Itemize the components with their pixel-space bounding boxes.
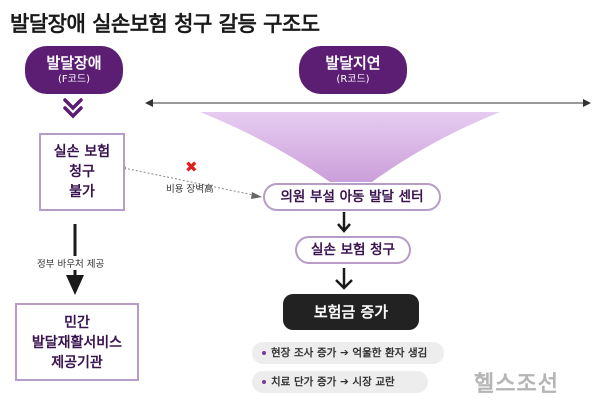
note-cause: 치료 단가 증가	[271, 376, 337, 388]
bullet-icon	[262, 380, 266, 384]
consequence-note: 치료 단가 증가 ➔ 시장 교란	[252, 371, 428, 393]
arrow-down-icon	[337, 223, 351, 233]
double-chevron-icon	[63, 98, 83, 119]
node-private-rehab-line: 제공기관	[51, 355, 103, 371]
note-effect: 시장 교란	[352, 376, 395, 388]
node-hospital-center: 의원 부설 아동 발달 센터	[263, 183, 441, 211]
arrow-right-icon: ➔	[339, 376, 353, 388]
blocked-connector	[123, 167, 259, 197]
node-insurance-blocked-line: 청구	[69, 164, 95, 180]
arrow-down-icon	[335, 279, 353, 290]
bullet-icon	[262, 351, 266, 355]
node-private-rehab-line: 민간	[64, 315, 90, 331]
node-dev-delay-code: (R코드)	[336, 74, 370, 85]
edge-label-voucher: 정부 바우처 제공	[35, 256, 107, 270]
voucher-arrowhead	[66, 275, 84, 295]
note-cause: 현장 조사 증가	[271, 347, 337, 359]
node-private-rehab: 민간 발달재활서비스 제공기관	[15, 303, 139, 381]
page-title: 발달장애 실손보험 청구 갈등 구조도	[10, 12, 320, 36]
node-dev-disability-code: (F코드)	[58, 74, 90, 85]
node-insurance-blocked: 실손 보험 청구 불가	[39, 133, 125, 211]
note-effect: 억울한 환자 생김	[352, 347, 428, 359]
node-insurance-blocked-line: 실손 보험	[53, 144, 111, 160]
arrow-right-icon: ➔	[339, 347, 353, 359]
node-insurance-claim: 실손 보험 청구	[295, 236, 411, 264]
brand-logo: 헬스조선	[474, 372, 559, 397]
node-insurance-blocked-line: 불가	[69, 184, 95, 200]
node-dev-delay-label: 발달지연	[325, 54, 381, 72]
node-dev-delay: 발달지연 (R코드)	[299, 46, 407, 94]
funnel-shape	[200, 112, 500, 182]
edge-label-cost-barrier: 비용 장벽高	[166, 184, 214, 195]
node-dev-disability-label: 발달장애	[46, 54, 102, 72]
blocked-cross-icon: ✖	[185, 158, 198, 176]
node-claim-increase: 보험금 증가	[283, 294, 419, 330]
node-private-rehab-line: 발달재활서비스	[31, 335, 123, 351]
consequence-note: 현장 조사 증가 ➔ 억울한 환자 생김	[252, 342, 444, 364]
node-dev-disability: 발달장애 (F코드)	[25, 46, 123, 94]
